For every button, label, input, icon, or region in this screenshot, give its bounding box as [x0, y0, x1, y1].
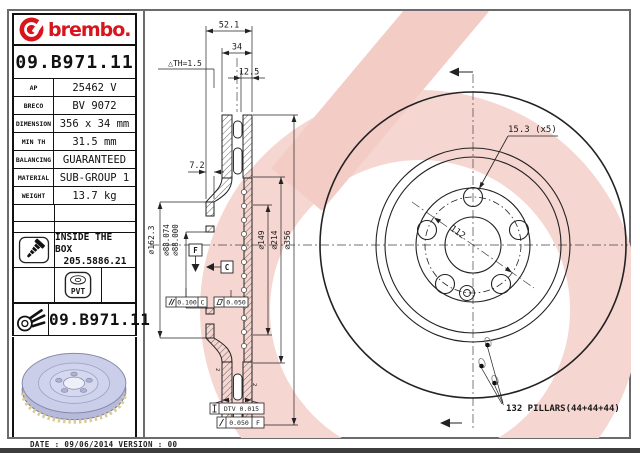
brand-wordmark: brembo. [48, 18, 132, 41]
cross-section-view [204, 114, 253, 426]
spec-row-breco: BRECO BV 9072 [14, 96, 135, 114]
spec-value: BV 9072 [72, 99, 117, 112]
disc-photo-cell [12, 337, 137, 437]
dia-162: ∅162.3 [147, 225, 156, 254]
dia-214: ∅214 [270, 230, 279, 249]
spec-value: GUARANTEED [62, 153, 127, 166]
pillars-label: 132 PILLARS(44+44+44) [506, 404, 620, 414]
spec-row-dimension: DIMENSION 356 x 34 mm [14, 114, 135, 132]
datum-arrow-icon [206, 263, 214, 271]
spec-label: MIN TH [14, 133, 54, 150]
bottom-bar [0, 448, 640, 453]
bolt-holes [416, 186, 530, 295]
section-plane-arrows [440, 67, 473, 428]
datum-f: F [188, 243, 203, 272]
spec-value: 13.7 kg [72, 189, 117, 202]
spec-row-weight: WEIGHT 13.7 kg [14, 186, 135, 204]
spec-value: 25462 V [72, 81, 117, 94]
runout-value: 0.050 [229, 419, 249, 427]
runout-symbol-icon [219, 418, 224, 427]
empty-row [14, 204, 135, 221]
flatness-symbol-icon [216, 299, 224, 305]
dtv-value: DTV 0.015 [224, 405, 259, 413]
fillet-b: 2 [251, 383, 257, 386]
parallelism-symbol-icon [168, 298, 175, 306]
horn-icon [17, 308, 46, 331]
spec-label: MATERIAL [14, 169, 54, 186]
dim-min-th-note: △TH=1.5 [168, 59, 202, 68]
spec-label: WEIGHT [14, 187, 54, 204]
bolt-hole-label: 15.3 (x5) [508, 125, 557, 135]
fillet-a: 2 [214, 368, 220, 371]
front-view [319, 91, 627, 399]
tolerance-runout: 0.050 F [216, 416, 265, 429]
inside-the-box-row: INSIDE THE BOX 205.5886.21 [12, 232, 137, 268]
panel-divider [143, 9, 145, 439]
tolerance-flatness: 0.050 [213, 296, 249, 308]
datum-f-label: F [193, 246, 198, 255]
spec-value: 31.5 mm [72, 135, 117, 148]
bolt-hole-callout: 15.3 (x5) [479, 125, 558, 189]
part-number: 09.B971.11 [12, 44, 137, 80]
spec-label: DIMENSION [14, 115, 54, 132]
dtv-symbol-icon [212, 404, 217, 413]
spec-label: BALANCING [14, 151, 54, 168]
screw-icon [18, 236, 50, 264]
brembo-watermark [200, 11, 631, 438]
datum-triangle-icon [191, 264, 200, 272]
spec-row-ap: AP 25462 V [14, 78, 135, 96]
flatness-value: 0.050 [226, 299, 246, 307]
pvt-badge-icon: PVT [64, 271, 92, 299]
dimension-arrows [157, 28, 297, 425]
technical-drawing: 52.1 34 △TH=1.5 12.5 7.2 ∅162.3 ∅88.074 … [147, 11, 631, 438]
centerlines [150, 58, 628, 430]
dim-thickness: 34 [232, 43, 242, 53]
spec-row-balancing: BALANCING GUARANTEED [14, 150, 135, 168]
pvt-label: PVT [71, 287, 86, 296]
section-arrow-icon [440, 418, 450, 428]
pillars-callout: 132 PILLARS(44+44+44) [478, 336, 620, 414]
disc-3d-image [20, 352, 128, 424]
dia-149: ∅149 [257, 230, 266, 249]
brembo-mark-icon [19, 17, 44, 42]
datum-c-label: C [225, 263, 230, 272]
spec-table: AP 25462 V BRECO BV 9072 DIMENSION 356 x… [12, 78, 137, 238]
spec-row-minth: MIN TH 31.5 mm [14, 132, 135, 150]
dia-356: ∅356 [283, 230, 292, 249]
spec-label: AP [14, 79, 54, 96]
part-number-repeat-row: 09.B971.11 [12, 302, 150, 336]
footer-date: DATE : 09/06/2014 VERSION : 00 [30, 440, 178, 449]
spec-value: 356 x 34 mm [59, 117, 130, 130]
inside-the-box-code: 205.5886.21 [63, 255, 127, 267]
dia-88b: ∅88.000 [171, 224, 180, 256]
empty-row [14, 221, 135, 238]
tolerance-dtv: DTV 0.015 [209, 402, 265, 415]
inside-the-box-title: INSIDE THE BOX [55, 232, 113, 256]
datum-c: C [206, 260, 234, 274]
dim-flange-offset: 7.2 [189, 161, 204, 171]
tolerance-parallelism: 0.100 C [165, 296, 208, 308]
part-number-repeat: 09.B971.11 [49, 310, 151, 329]
dim-overall-width: 52.1 [219, 21, 239, 31]
spec-label: BRECO [14, 97, 54, 114]
dia-88a: ∅88.074 [162, 224, 171, 256]
pvt-row: PVT [12, 268, 137, 302]
brembo-logo: brembo. [12, 13, 137, 46]
dim-pad-depth: 12.5 [239, 68, 259, 78]
spec-row-material: MATERIAL SUB-GROUP 1 [14, 168, 135, 186]
spec-value: SUB-GROUP 1 [59, 171, 130, 184]
parallelism-value: 0.100 [177, 299, 197, 307]
pillar-scallops [241, 189, 247, 349]
parallelism-datum: C [201, 299, 205, 307]
section-arrow-icon [449, 67, 459, 77]
runout-datum: F [256, 419, 260, 427]
